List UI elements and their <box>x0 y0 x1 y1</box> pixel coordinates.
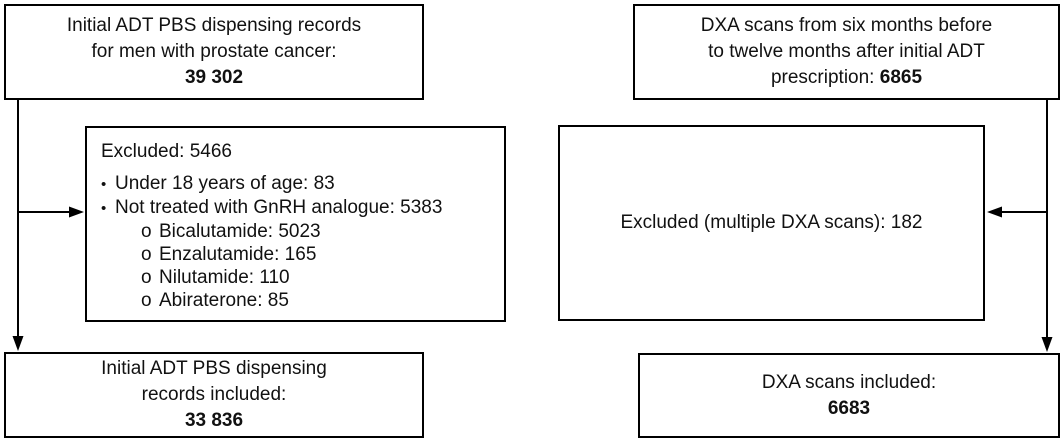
sub-bullet-icon: o <box>141 267 152 288</box>
adt-source-line1: Initial ADT PBS dispensing records <box>66 15 362 36</box>
dxa-result-value: 6683 <box>827 397 871 419</box>
adt-excluded-item: • Under 18 years of age: 83 <box>101 172 494 196</box>
adt-excluded-subitem-label: Bicalutamide: 5023 <box>159 221 321 242</box>
adt-excluded-subitem-label: Nilutamide: 110 <box>159 267 290 288</box>
adt-excluded-subitem: o Nilutamide: 110 <box>141 266 494 289</box>
arrow-dxa-to-excluded <box>987 206 1047 218</box>
arrow-adt-source-to-result <box>12 100 24 351</box>
adt-source-value: 39 302 <box>184 67 244 88</box>
adt-result-line2: records included: <box>141 384 287 405</box>
adt-excluded-item: • Not treated with GnRH analogue: 5383 <box>101 196 494 220</box>
sub-bullet-icon: o <box>141 244 152 265</box>
arrow-adt-to-excluded <box>18 206 84 218</box>
dxa-source-value-prefix: prescription: <box>770 67 880 88</box>
adt-excluded-item-label: Not treated with GnRH analogue: 5383 <box>115 197 443 218</box>
adt-source-box: Initial ADT PBS dispensing records for m… <box>4 4 424 100</box>
bullet-icon: • <box>101 200 107 217</box>
dxa-excluded-box: Excluded (multiple DXA scans): 182 <box>558 125 985 321</box>
dxa-source-line2: to twelve months after initial ADT <box>708 41 985 62</box>
adt-excluded-subitem: o Enzalutamide: 165 <box>141 243 494 266</box>
dxa-result-box: DXA scans included: 6683 <box>638 353 1060 438</box>
adt-result-value: 33 836 <box>184 410 244 431</box>
dxa-source-box: DXA scans from six months before to twel… <box>633 4 1060 100</box>
adt-excluded-box: Excluded: 5466 • Under 18 years of age: … <box>85 126 506 322</box>
adt-excluded-subitem: o Bicalutamide: 5023 <box>141 220 494 243</box>
adt-excluded-subitem-label: Enzalutamide: 165 <box>159 244 317 265</box>
adt-excluded-title: Excluded: 5466 <box>101 141 232 162</box>
sub-bullet-icon: o <box>141 221 152 242</box>
dxa-excluded-label: Excluded (multiple DXA scans): 182 <box>620 212 923 233</box>
adt-excluded-subitem: o Abiraterone: 85 <box>141 289 494 312</box>
adt-source-line2: for men with prostate cancer: <box>91 41 337 62</box>
dxa-result-line1: DXA scans included: <box>761 371 937 393</box>
dxa-source-line3: prescription: 6865 <box>771 65 922 91</box>
adt-excluded-item-label: Under 18 years of age: 83 <box>115 173 335 194</box>
dxa-source-line1: DXA scans from six months before <box>700 15 993 36</box>
arrow-dxa-source-to-result <box>1041 100 1053 352</box>
adt-result-box: Initial ADT PBS dispensing records inclu… <box>4 352 424 438</box>
dxa-source-value: 6865 <box>879 67 923 88</box>
adt-result-line1: Initial ADT PBS dispensing <box>101 358 327 379</box>
sub-bullet-icon: o <box>141 290 152 311</box>
adt-excluded-subitem-label: Abiraterone: 85 <box>159 290 289 311</box>
bullet-icon: • <box>101 176 107 193</box>
